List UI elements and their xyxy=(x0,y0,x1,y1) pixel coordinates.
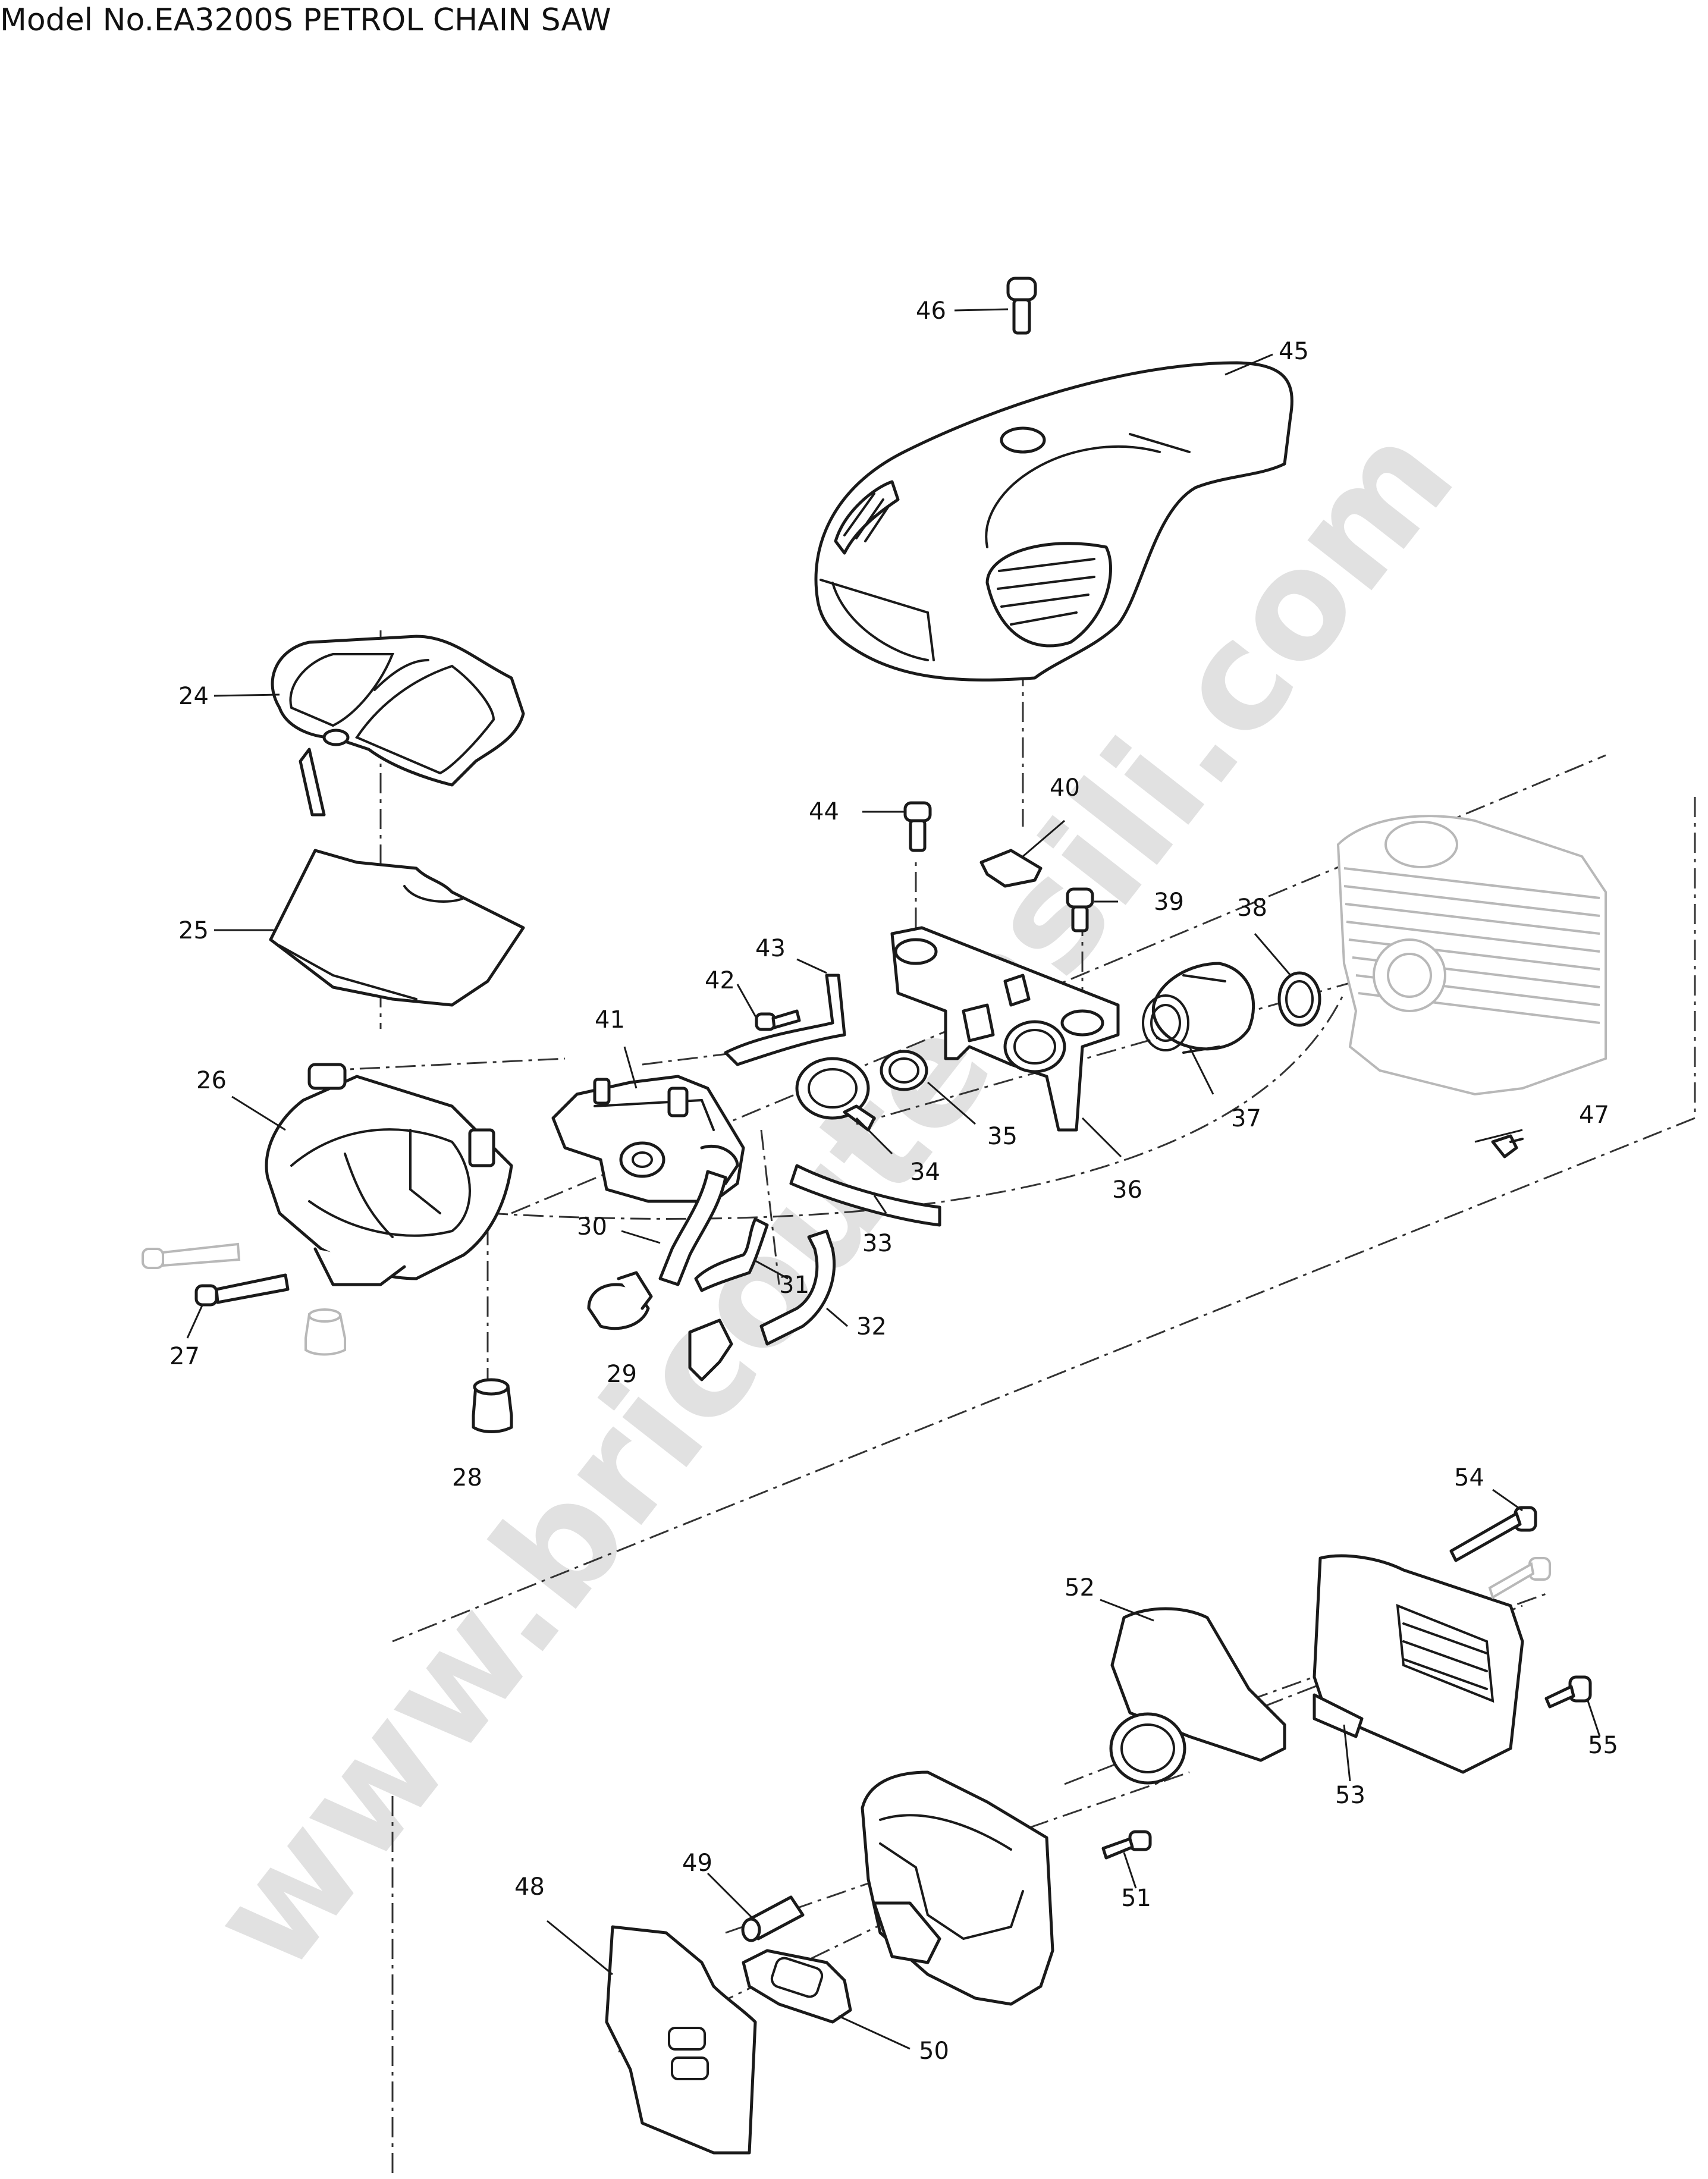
callout-43: 43 xyxy=(755,935,786,962)
screw-part-51 xyxy=(1101,1830,1152,1860)
screw-part-39 xyxy=(1066,887,1094,932)
callout-40: 40 xyxy=(1050,774,1080,802)
callout-36: 36 xyxy=(1112,1176,1142,1204)
bolt-part-27 xyxy=(142,1242,290,1307)
top-cover-part-45 xyxy=(814,361,1293,682)
callout-24: 24 xyxy=(178,683,209,710)
impulse-hose-part-33 xyxy=(789,1164,941,1227)
callout-44: 44 xyxy=(809,798,839,825)
callout-38: 38 xyxy=(1237,894,1267,922)
leader-lines xyxy=(186,308,1601,2050)
callout-29: 29 xyxy=(607,1361,637,1388)
callout-42: 42 xyxy=(705,967,735,994)
heat-shield-part-48 xyxy=(605,1925,757,2155)
callout-49: 49 xyxy=(682,1850,712,1877)
air-filter-base-part-26 xyxy=(265,1063,513,1286)
callout-39: 39 xyxy=(1154,888,1184,916)
callout-32: 32 xyxy=(856,1313,887,1340)
primer-bulb-part-29 xyxy=(587,1271,733,1382)
callout-54: 54 xyxy=(1454,1464,1484,1492)
callout-50: 50 xyxy=(919,2037,949,2065)
page-title: Model No.EA3200S PETROL CHAIN SAW xyxy=(0,2,611,38)
callout-48: 48 xyxy=(514,1873,545,1901)
clip-part-40 xyxy=(979,849,1043,888)
callout-25: 25 xyxy=(178,917,209,944)
screw-part-42 xyxy=(755,1009,801,1031)
choke-link-part-43 xyxy=(724,974,846,1066)
callout-51: 51 xyxy=(1121,1885,1151,1912)
screw-part-55 xyxy=(1544,1675,1592,1709)
spacer-part-49 xyxy=(741,1895,805,1942)
clamp-ring-part-34 xyxy=(795,1057,876,1132)
callout-53: 53 xyxy=(1335,1782,1365,1809)
plate-part-53 xyxy=(1313,1693,1364,1738)
muffler-gasket-part-50 xyxy=(742,1949,852,2024)
callout-33: 33 xyxy=(862,1230,893,1257)
cylinder-reference xyxy=(1336,815,1607,1096)
callout-labels: 24 25 26 27 28 29 30 31 32 33 34 35 36 3… xyxy=(169,297,1618,2065)
callout-35: 35 xyxy=(987,1123,1018,1150)
callout-30: 30 xyxy=(577,1213,607,1241)
nipple-part-47 xyxy=(1491,1134,1524,1158)
sleeve-part-35 xyxy=(880,1050,928,1091)
callout-31: 31 xyxy=(779,1271,809,1299)
callout-45: 45 xyxy=(1279,338,1309,365)
callout-52: 52 xyxy=(1065,1574,1095,1602)
carburetor-part-41 xyxy=(551,1075,745,1203)
callout-41: 41 xyxy=(595,1006,625,1034)
fuel-hoses-part-30-31-32 xyxy=(658,1170,836,1346)
callout-47: 47 xyxy=(1579,1101,1609,1129)
muffler-body xyxy=(861,1554,1524,2006)
air-filter-element-part-25 xyxy=(269,849,525,1007)
callout-26: 26 xyxy=(196,1067,227,1094)
carburetor-bracket-part-36 xyxy=(890,926,1120,1132)
callout-55: 55 xyxy=(1588,1732,1618,1759)
callout-28: 28 xyxy=(452,1464,482,1492)
air-filter-cover-part-24 xyxy=(271,635,525,817)
callout-37: 37 xyxy=(1231,1105,1261,1132)
callout-27: 27 xyxy=(169,1343,200,1370)
gasket-ring-part-38 xyxy=(1277,971,1321,1027)
muffler-bolt-part-54 xyxy=(1449,1506,1551,1600)
callout-46: 46 xyxy=(916,297,946,325)
intake-manifold-part-37 xyxy=(1142,962,1255,1054)
rubber-mount-part-28 xyxy=(304,1308,513,1433)
screw-part-44 xyxy=(903,801,932,852)
callout-34: 34 xyxy=(910,1158,940,1186)
cover-screw-part-46 xyxy=(1006,277,1037,335)
